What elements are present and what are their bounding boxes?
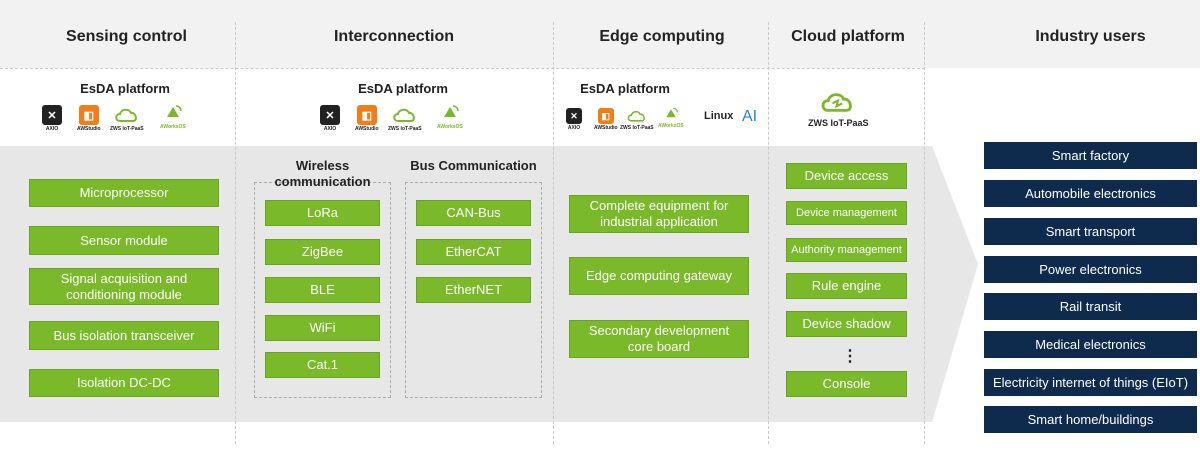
ellipsis-icon: ⋮ xyxy=(842,348,858,365)
aworksos-logo: AWorksOS xyxy=(437,103,463,130)
platform-label-sensing: EsDA platform xyxy=(80,81,170,96)
industry-item: Smart factory xyxy=(984,142,1197,169)
column-divider xyxy=(768,22,769,444)
header-interconnection: Interconnection xyxy=(333,28,454,45)
awstudio-logo: ◧ AWStudio xyxy=(594,108,618,131)
cloud-item: Rule engine xyxy=(786,273,907,299)
bus-item: EtherCAT xyxy=(416,239,531,265)
sensing-item: Microprocessor xyxy=(29,179,219,207)
awstudio-logo: ◧ AWStudio xyxy=(77,105,101,132)
chevron-arrow-icon xyxy=(922,146,978,422)
axio-icon: ✕ xyxy=(42,105,62,125)
zws-cloud-icon xyxy=(821,93,853,112)
zws-logo: ZWS IoT-PaaS xyxy=(110,105,144,132)
sensing-item: Signal acquisition and conditioning modu… xyxy=(29,268,219,305)
cloud-item: Authority management xyxy=(786,238,907,262)
zws-cloud-icon xyxy=(624,108,650,124)
axio-logo: ✕ AXIO xyxy=(566,108,582,131)
bus-title: Bus Communication xyxy=(410,158,537,173)
column-divider xyxy=(553,22,554,444)
sensing-item: Bus isolation transceiver xyxy=(29,321,219,350)
cloud-item: Device management xyxy=(786,201,907,225)
header-industry-users: Industry users xyxy=(1035,28,1146,45)
aworksos-icon xyxy=(163,103,183,123)
axio-logo: ✕ AXIO xyxy=(42,105,62,132)
axio-icon: ✕ xyxy=(566,108,582,124)
ai-logo: AI xyxy=(742,108,758,125)
awstudio-icon: ◧ xyxy=(597,108,614,124)
column-divider xyxy=(235,22,236,444)
awstudio-icon: ◧ xyxy=(356,105,377,125)
bus-group xyxy=(405,182,542,398)
industry-item: Electricity internet of things (EIoT) xyxy=(984,369,1197,396)
platform-label-edge: EsDA platform xyxy=(580,81,670,96)
aworksos-icon xyxy=(440,103,460,123)
header-sensing-control: Sensing control xyxy=(66,28,187,45)
awstudio-icon: ◧ xyxy=(78,105,99,125)
industry-item: Power electronics xyxy=(984,256,1197,283)
wireless-title: Wireless communication xyxy=(274,158,371,189)
wireless-item: WiFi xyxy=(265,315,380,341)
wireless-group xyxy=(254,182,391,398)
cloud-item: Console xyxy=(786,371,907,397)
aworksos-icon xyxy=(663,106,679,122)
zws-cloud-icon xyxy=(392,105,418,125)
industry-item: Rail transit xyxy=(984,293,1197,320)
industry-item: Smart home/buildings xyxy=(984,406,1197,433)
industry-item: Smart transport xyxy=(984,218,1197,245)
header-cloud-platform: Cloud platform xyxy=(791,28,905,45)
wireless-item: Cat.1 xyxy=(265,352,380,378)
wireless-item: ZigBee xyxy=(265,239,380,265)
aworksos-logo: AWorksOS xyxy=(658,106,684,129)
cloud-item: Device access xyxy=(786,163,907,189)
header-divider xyxy=(0,68,925,69)
platform-label-interconnection: EsDA platform xyxy=(358,81,448,96)
edge-item: Secondary development core board xyxy=(569,320,749,358)
header-edge-computing: Edge computing xyxy=(599,28,725,45)
wireless-item: LoRa xyxy=(265,200,380,226)
sensing-item: Isolation DC-DC xyxy=(29,369,219,397)
zws-iot-paas-logo: ZWS IoT-PaaS xyxy=(808,88,869,128)
zws-logo: ZWS IoT-PaaS xyxy=(388,105,422,132)
axio-icon: ✕ xyxy=(320,105,340,125)
industry-item: Medical electronics xyxy=(984,331,1197,358)
industry-item: Automobile electronics xyxy=(984,180,1197,207)
edge-item: Complete equipment for industrial applic… xyxy=(569,195,749,233)
bus-item: EtherNET xyxy=(416,277,531,303)
awstudio-logo: ◧ AWStudio xyxy=(355,105,379,132)
sensing-item: Sensor module xyxy=(29,226,219,255)
wireless-item: BLE xyxy=(265,277,380,303)
aworksos-logo: AWorksOS xyxy=(160,103,186,130)
axio-logo: ✕ AXIO xyxy=(320,105,340,132)
zws-cloud-icon xyxy=(114,105,140,125)
header-band xyxy=(0,0,1200,68)
linux-logo: Linux xyxy=(704,110,734,122)
cloud-item: Device shadow xyxy=(786,311,907,337)
zws-logo: ZWS IoT-PaaS xyxy=(620,108,654,131)
bus-item: CAN-Bus xyxy=(416,200,531,226)
column-divider xyxy=(924,22,925,444)
edge-item: Edge computing gateway xyxy=(569,257,749,295)
